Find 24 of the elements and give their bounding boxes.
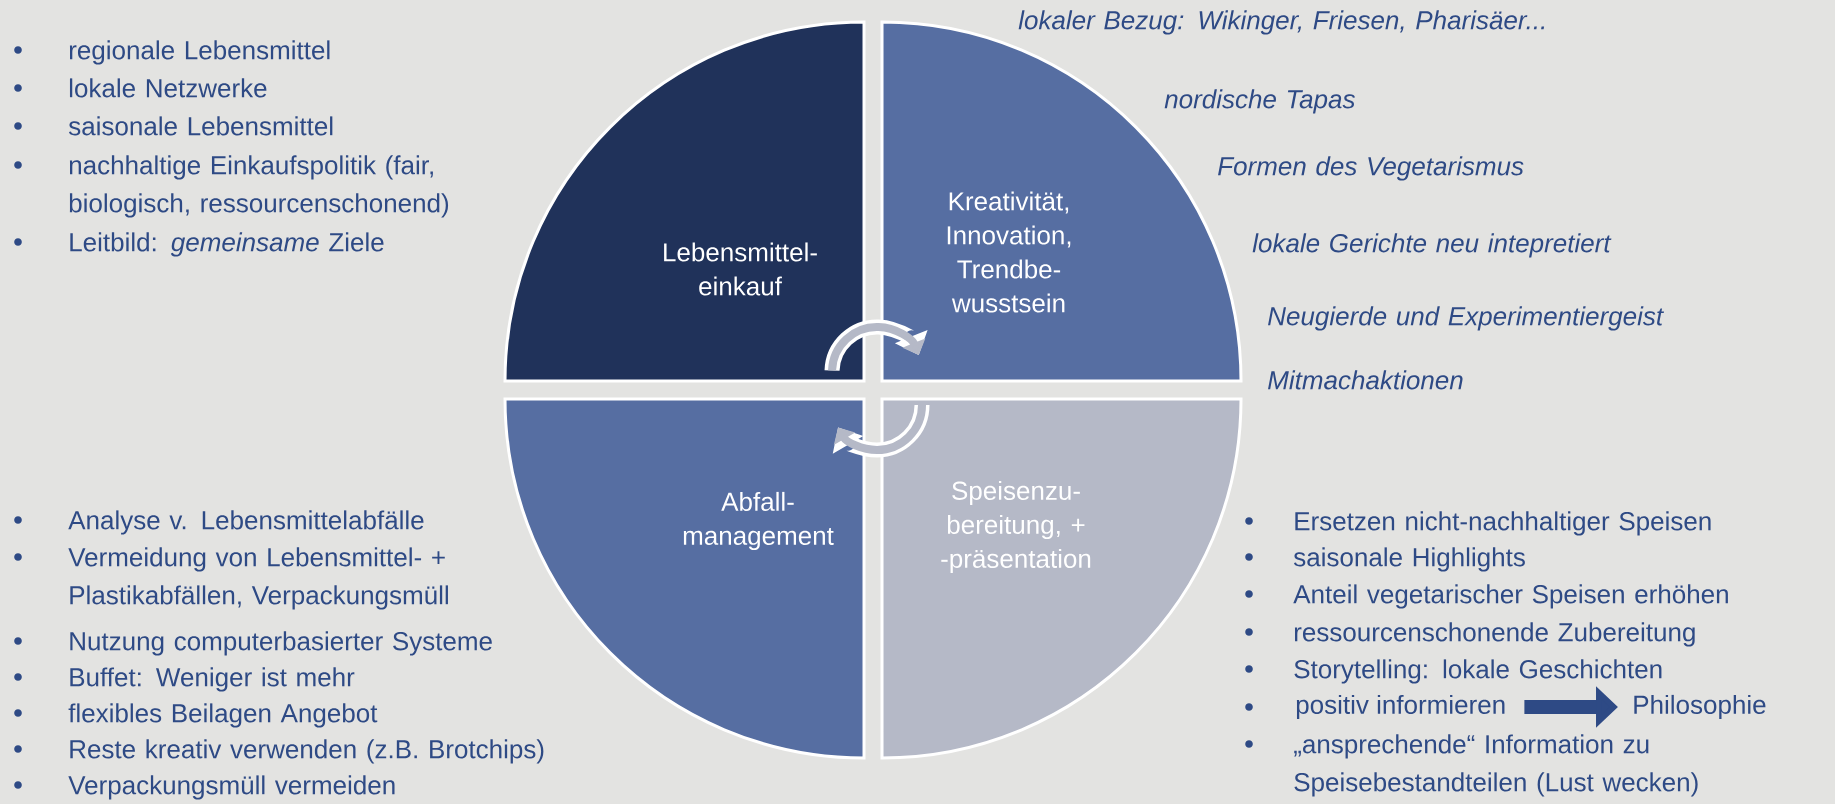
- list-text: Vermeidung von Lebensmittel- + Plastikabfällen, Verpackungsmüll: [68, 547, 448, 610]
- list-text: flexibles Beilagen Angebot: [68, 703, 378, 728]
- note-text: Mitmachaktionen: [1268, 370, 1463, 390]
- cycle-arrow: [832, 404, 930, 458]
- list-text: Ersetzen nicht-nachhaltiger Speisen: [1295, 511, 1711, 536]
- list-text: saisonale Highlights: [1293, 547, 1525, 572]
- list-text: Philosophie: [1634, 694, 1766, 720]
- cycle-arrow: [824, 319, 928, 372]
- list-text: Buffet: Weniger ist mehr: [70, 667, 355, 692]
- list-text: Storytelling: lokale Geschichten: [1294, 659, 1662, 684]
- list-text: Analyse v. Lebensmittelabfälle: [68, 510, 424, 535]
- list-text: nachhaltige Einkaufspolitik (fair, biologisch, ressourcenschonend): [69, 155, 449, 218]
- list-text: regionale Lebensmittel: [69, 40, 330, 65]
- list-text: Anteil vegetarischer Speisen erhöhen: [1293, 584, 1728, 609]
- list-text: Verpackungsmüll vermeiden: [68, 775, 395, 800]
- list-text: positiv informieren: [1296, 694, 1505, 720]
- list-text: Leitbild: gemeinsame Ziele: [70, 232, 384, 257]
- list-text: lokale Netzwerke: [69, 78, 267, 98]
- note-text: Neugierde und Experimentiergeist: [1268, 306, 1664, 331]
- list-text: saisonale Lebensmittel: [68, 116, 333, 136]
- list-text: ressourcenschonende Zubereitung: [1294, 622, 1695, 647]
- list-text: „ansprechende“ Information zu Speisebestandteilen (Lust wecken): [1294, 734, 1698, 797]
- quadrant-segment: Lebensmittel- einkauf: [503, 20, 866, 383]
- quadrant-segment: Speisenzu- bereitung, + -präsentation: [880, 397, 1243, 760]
